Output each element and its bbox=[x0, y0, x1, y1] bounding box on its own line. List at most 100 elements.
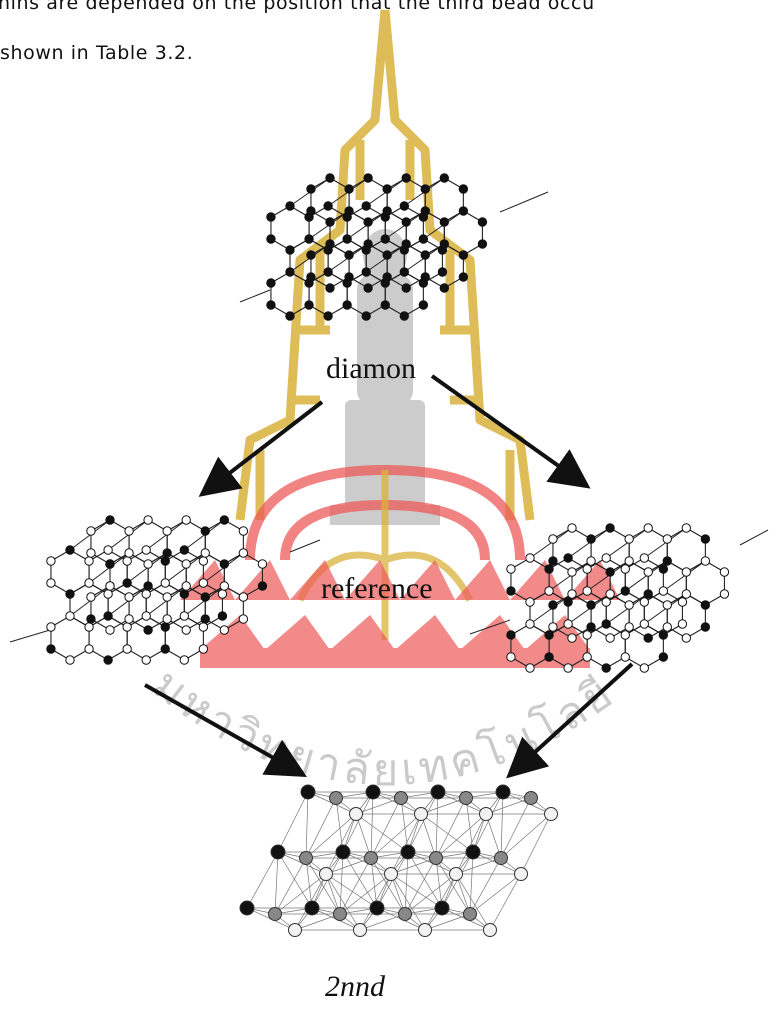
lattice-bond bbox=[274, 857, 307, 915]
lattice-bead bbox=[84, 622, 94, 632]
lattice-bead bbox=[420, 206, 430, 216]
lattice-bead bbox=[335, 844, 351, 860]
lattice-bead bbox=[219, 581, 230, 591]
lattice-bead bbox=[586, 534, 596, 544]
chain-tail bbox=[469, 619, 511, 635]
lattice-bead bbox=[329, 791, 343, 805]
lattice-bond bbox=[435, 797, 467, 859]
lattice-bond bbox=[325, 857, 372, 875]
lattice-bead bbox=[363, 239, 373, 249]
lattice-bead bbox=[639, 553, 650, 563]
lattice-bead bbox=[463, 907, 477, 921]
lattice-bead bbox=[624, 556, 634, 566]
lattice-bead bbox=[681, 633, 692, 643]
lattice-bead bbox=[162, 614, 172, 624]
lattice-bond bbox=[390, 873, 406, 915]
lattice-bead bbox=[477, 217, 488, 227]
lattice-bead bbox=[700, 600, 711, 610]
lattice-bond bbox=[390, 813, 422, 875]
lattice-bond bbox=[294, 913, 341, 931]
lattice-bead bbox=[300, 784, 316, 800]
arrow-diamond-to-right bbox=[430, 374, 591, 489]
lattice-bead bbox=[325, 283, 335, 293]
lattice-bead bbox=[103, 545, 113, 555]
lattice-bond bbox=[359, 913, 406, 931]
lattice-bond bbox=[277, 791, 309, 853]
lattice-bead bbox=[124, 614, 134, 624]
lattice-bead bbox=[439, 173, 450, 183]
lattice-bead bbox=[342, 234, 352, 244]
lattice-bead bbox=[238, 526, 249, 536]
lattice-bead bbox=[179, 611, 190, 621]
lattice-bead bbox=[439, 217, 450, 227]
lattice-bead bbox=[46, 556, 56, 566]
lattice-bond bbox=[455, 873, 491, 931]
lattice-bead bbox=[238, 614, 249, 624]
lattice-bead bbox=[364, 851, 378, 865]
lattice-bead bbox=[285, 311, 295, 321]
lattice-bead bbox=[304, 900, 320, 916]
lattice-bead bbox=[639, 597, 650, 607]
figure-label-top: diamon bbox=[326, 352, 416, 385]
lattice-bond bbox=[305, 797, 337, 859]
lattice-bead bbox=[319, 867, 333, 881]
lattice-bead bbox=[124, 526, 134, 536]
lattice-bead bbox=[506, 564, 516, 574]
lattice-hexagon bbox=[50, 549, 90, 595]
lattice-bead bbox=[323, 311, 333, 321]
lattice-bead bbox=[643, 523, 653, 533]
lattice-bead bbox=[325, 239, 335, 249]
lattice-bead bbox=[548, 600, 558, 610]
lattice-bead bbox=[420, 250, 430, 260]
lattice-bond bbox=[325, 873, 378, 909]
lattice-bead bbox=[361, 201, 371, 211]
lattice-bead bbox=[605, 567, 615, 577]
lattice-bead bbox=[401, 283, 411, 293]
arrow-diamond-to-left bbox=[198, 400, 324, 497]
lattice-bead bbox=[439, 283, 450, 293]
lattice-bead bbox=[382, 184, 392, 194]
lattice-hexagon bbox=[270, 205, 310, 251]
lattice-bond bbox=[342, 791, 374, 853]
lattice-hexagon bbox=[443, 210, 483, 256]
lattice-bead bbox=[369, 900, 385, 916]
lattice-bead bbox=[325, 173, 335, 183]
lattice-bond bbox=[305, 857, 341, 915]
lattice-bead bbox=[624, 534, 634, 544]
lattice-bead bbox=[700, 534, 711, 544]
lattice-bead bbox=[363, 217, 373, 227]
lattice-bead bbox=[567, 633, 577, 643]
lattice-bead bbox=[624, 600, 634, 610]
lattice-bead bbox=[141, 655, 151, 665]
chain-tail bbox=[499, 191, 549, 213]
lattice-bead bbox=[582, 586, 592, 596]
lattice-bead bbox=[363, 283, 373, 293]
lattice-bond bbox=[455, 873, 471, 915]
lattice-bead bbox=[46, 578, 56, 588]
lattice-bead bbox=[544, 630, 554, 640]
lattice-bead bbox=[582, 564, 592, 574]
lattice-bead bbox=[103, 655, 113, 665]
lattice-bead bbox=[219, 515, 230, 525]
lattice-bond bbox=[455, 857, 502, 875]
lattice-bond bbox=[370, 813, 422, 859]
body-text-line-1: hins are depended on the position that t… bbox=[0, 0, 595, 14]
lattice-bead bbox=[465, 844, 481, 860]
lattice-bead bbox=[658, 564, 669, 574]
lattice-bead bbox=[323, 201, 333, 211]
lattice-bead bbox=[344, 250, 354, 260]
lattice-bead bbox=[506, 586, 516, 596]
lattice-bead bbox=[84, 578, 94, 588]
lattice-bond bbox=[424, 913, 471, 931]
lattice-bead bbox=[414, 807, 428, 821]
lattice-bond bbox=[420, 813, 474, 853]
lattice-bead bbox=[122, 644, 132, 654]
lattice-bead bbox=[506, 630, 516, 640]
lattice-bead bbox=[548, 534, 558, 544]
lattice-bond bbox=[420, 797, 467, 815]
lattice-bead bbox=[238, 592, 249, 602]
lattice-bead bbox=[86, 614, 96, 624]
lattice-bead bbox=[141, 545, 151, 555]
lattice-bead bbox=[420, 184, 430, 194]
lattice-bead bbox=[563, 553, 573, 563]
